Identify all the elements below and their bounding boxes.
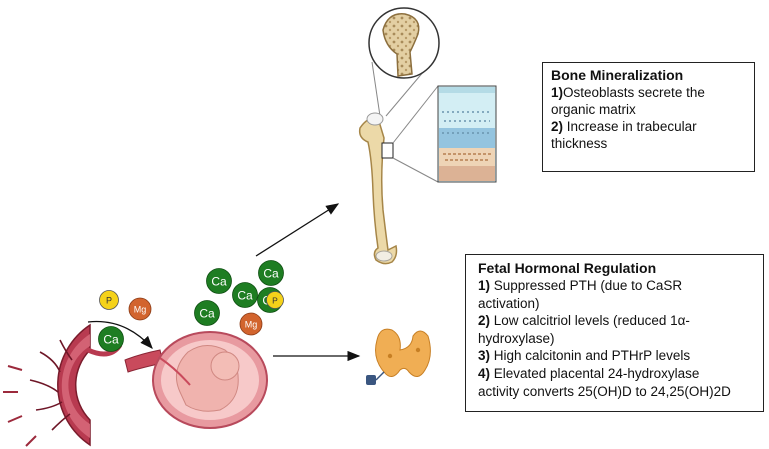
fetal-item-4-cont: activity converts 25(OH)D to 24,25(OH)2D [478, 383, 731, 399]
bone-item-1-number: 1) [551, 85, 564, 100]
ion-p: P [266, 291, 284, 309]
ions-near-placenta: P Mg Ca [98, 290, 152, 352]
bone-magnification-circle [368, 7, 440, 117]
ion-ca: Ca [232, 282, 258, 308]
fetal-item-1-cont: activation) [478, 295, 540, 311]
ion-ca: Ca [98, 326, 124, 352]
fetal-item-3-text: High calcitonin and PTHrP levels [490, 348, 691, 364]
bone-item-1: 1)Osteoblasts secrete the [551, 84, 748, 101]
fetal-item-2: 2) Low calcitriol levels (reduced 1α- [478, 312, 757, 330]
bone-item-1-cont: organic matrix [551, 102, 636, 117]
fetal-item-4-text: Elevated placental 24-hydroxylase [490, 365, 700, 381]
svg-text:Ca: Ca [199, 307, 215, 321]
fetal-item-3: 3) High calcitonin and PTHrP levels [478, 347, 757, 365]
bone-tissue-panel [392, 85, 497, 183]
placenta-illustration [3, 323, 123, 447]
fetal-item-4: 4) Elevated placental 24-hydroxylase [478, 365, 757, 383]
fetal-item-2-number: 2) [478, 313, 491, 329]
arrow-to-bone [255, 203, 340, 257]
bone-item-1-text: Osteoblasts secrete the [563, 85, 705, 100]
svg-text:Ca: Ca [237, 289, 253, 303]
fetal-box-title: Fetal Hormonal Regulation [478, 260, 657, 276]
bone-item-2-cont: thickness [551, 136, 608, 151]
ion-ca: Ca [194, 300, 220, 326]
ion-ca: Ca [206, 268, 232, 294]
svg-text:Mg: Mg [134, 305, 147, 315]
fetal-item-1: 1) Suppressed PTH (due to CaSR [478, 277, 757, 295]
bone-box-title: Bone Mineralization [551, 67, 684, 83]
fetal-item-1-number: 1) [478, 278, 491, 293]
bone-mineralization-box: Bone Mineralization 1)Osteoblasts secret… [542, 62, 755, 172]
svg-text:P: P [272, 296, 278, 306]
bone-item-2: 2) Increase in trabecular [551, 118, 748, 135]
femur-illustration [358, 112, 398, 265]
fetal-item-2-text: Low calcitriol levels (reduced 1α- [490, 313, 690, 329]
fetal-item-2-cont: hydroxylase) [478, 330, 555, 346]
fetal-item-3-number: 3) [478, 348, 491, 364]
fetal-item-1-text: Suppressed PTH (due to CaSR [490, 278, 683, 293]
svg-text:Mg: Mg [245, 320, 258, 330]
ions-near-fetus: Ca Ca Ca Ca Ca P Mg [194, 260, 284, 336]
svg-text:Ca: Ca [211, 275, 227, 289]
ion-mg: Mg [239, 312, 263, 336]
ion-p: P [99, 290, 119, 310]
ion-mg: Mg [128, 297, 152, 321]
fetal-hormonal-regulation-box: Fetal Hormonal Regulation 1) Suppressed … [465, 254, 764, 412]
thyroid-gland-illustration [366, 328, 431, 385]
uterus-fetus-illustration [124, 331, 268, 429]
svg-text:Ca: Ca [103, 333, 119, 347]
curved-arrow [87, 320, 153, 349]
svg-text:Ca: Ca [263, 267, 279, 281]
svg-text:P: P [106, 296, 112, 306]
bone-item-2-text: Increase in trabecular [563, 119, 697, 134]
ion-ca: Ca [258, 260, 284, 286]
fetal-item-4-number: 4) [478, 365, 491, 381]
bone-item-2-number: 2) [551, 119, 564, 134]
